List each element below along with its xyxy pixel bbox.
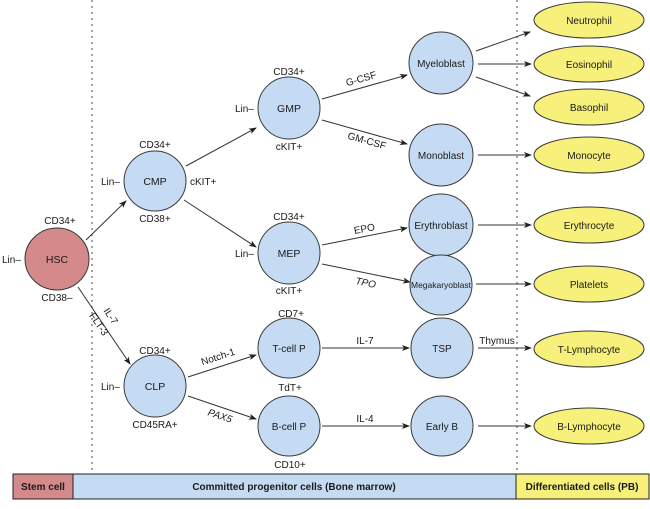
node-hsc-top: CD34+ (44, 216, 76, 227)
cell-erythrocyte: Erythrocyte (533, 206, 645, 244)
cell-monocyte-label: Monocyte (567, 151, 611, 162)
legend-progenitor (72, 473, 517, 500)
edge-hsc-cmp (85, 200, 127, 241)
cell-neutrophil: Neutrophil (533, 1, 645, 39)
node-earlyb: Early B (410, 395, 474, 457)
node-bcellp-label: B-cell P (272, 422, 307, 433)
node-gmp-bottom: cKIT+ (276, 142, 303, 153)
cell-monocyte: Monocyte (533, 136, 645, 174)
edge-gmp-monoblast (321, 119, 408, 145)
node-hsc-label: HSC (46, 254, 69, 266)
node-tcellp-bottom: TdT+ (278, 383, 302, 394)
node-gmp-label: GMP (277, 103, 301, 115)
node-hsc: HSC CD34+ CD38– Lin– (2, 216, 90, 304)
node-megakaryoblast-label: Megakaryoblast (411, 280, 472, 290)
cell-basophil: Basophil (533, 88, 645, 126)
node-mep-top: CD34+ (273, 212, 305, 223)
node-tsp: TSP (410, 317, 474, 379)
cell-neutrophil-label: Neutrophil (566, 16, 612, 27)
edge-clp-bcellp (187, 395, 257, 420)
edge-label-gmcsf: GM-CSF (346, 131, 387, 152)
cell-platelets-label: Platelets (570, 280, 608, 291)
node-cmp-right: cKIT+ (190, 177, 217, 188)
cell-basophil-label: Basophil (570, 103, 608, 114)
node-bcellp: B-cell P CD10+ (257, 395, 321, 471)
edge-cmp-gmp (185, 127, 257, 167)
node-myeloblast-label: Myeloblast (417, 59, 465, 70)
zone-legend-bar: Stem cell Committed progenitor cells (Bo… (12, 473, 650, 500)
node-erythroblast-label: Erythroblast (414, 221, 468, 232)
node-tcellp-label: T-cell P (272, 344, 306, 355)
cell-tlymphocyte-label: T-Lymphocyte (558, 345, 621, 356)
legend-progenitor-label: Committed progenitor cells (Bone marrow) (192, 482, 395, 493)
legend-differentiated-label: Differentiated cells (PB) (526, 482, 639, 493)
node-mep-label: MEP (278, 248, 301, 260)
node-mep-left: Lin– (235, 249, 254, 260)
node-mep-bottom: cKIT+ (276, 286, 303, 297)
node-cmp-bottom: CD38+ (139, 214, 171, 225)
node-gmp-top: CD34+ (273, 67, 305, 78)
legend-stem (12, 473, 74, 500)
node-cmp: CMP CD34+ CD38+ Lin– cKIT+ (101, 140, 217, 225)
edge-myeloblast-basophil (475, 76, 531, 97)
node-mep: MEP CD34+ cKIT+ Lin– (235, 212, 321, 297)
edge-label-thymus: Thymus (479, 336, 515, 347)
edge-label-epo: EPO (353, 222, 376, 237)
cell-blymphocyte-label: B-Lymphocyte (557, 422, 621, 433)
node-monoblast-label: Monoblast (418, 151, 464, 162)
node-cmp-left: Lin– (101, 177, 120, 188)
cell-erythrocyte-label: Erythrocyte (564, 221, 615, 232)
legend-differentiated (515, 473, 650, 500)
node-cmp-top: CD34+ (139, 140, 171, 151)
node-myeloblast: Myeloblast (408, 31, 474, 95)
node-gmp: GMP CD34+ cKIT+ Lin– (235, 67, 321, 153)
cell-tlymphocyte: T-Lymphocyte (533, 330, 645, 368)
node-tcellp-top: CD7+ (278, 309, 304, 320)
node-bcellp-bottom: CD10+ (274, 460, 306, 471)
cell-eosinophil: Eosinophil (533, 45, 645, 83)
cell-platelets: Platelets (533, 265, 645, 303)
node-clp-top: CD34+ (139, 346, 171, 357)
node-clp: CLP CD34+ CD45RA+ Lin– (101, 346, 187, 431)
node-megakaryoblast: Megakaryoblast (409, 254, 473, 316)
node-tcellp: T-cell P CD7+ TdT+ (257, 309, 321, 394)
edge-myeloblast-neutrophil (475, 31, 531, 52)
node-monoblast: Monoblast (408, 123, 474, 187)
node-cmp-label: CMP (143, 176, 166, 188)
node-clp-left: Lin– (101, 382, 120, 393)
edge-clp-tcellp (187, 354, 257, 378)
edge-label-il7-t: IL-7 (356, 336, 374, 347)
node-erythroblast: Erythroblast (408, 193, 474, 257)
edge-label-tpo: TPO (354, 276, 377, 291)
node-gmp-left: Lin– (235, 104, 254, 115)
edge-label-gcsf: G-CSF (345, 70, 378, 89)
node-earlyb-label: Early B (426, 422, 459, 433)
edge-mep-megakaryoblast (321, 263, 411, 284)
node-clp-bottom: CD45RA+ (132, 420, 177, 431)
edge-label-notch1: Notch-1 (200, 347, 237, 368)
node-hsc-bottom: CD38– (41, 293, 73, 304)
edge-gmp-myeloblast (321, 74, 408, 100)
edge-hsc-clp (77, 286, 131, 365)
edge-cmp-mep (183, 199, 257, 248)
cell-eosinophil-label: Eosinophil (566, 60, 612, 71)
edge-mep-erythroblast (321, 226, 408, 246)
node-clp-label: CLP (145, 381, 165, 393)
legend-stem-label: Stem cell (21, 482, 65, 493)
node-hsc-left: Lin– (2, 255, 21, 266)
node-tsp-label: TSP (432, 344, 452, 355)
edge-label-il4: IL-4 (356, 414, 374, 425)
cell-blymphocyte: B-Lymphocyte (533, 407, 645, 445)
